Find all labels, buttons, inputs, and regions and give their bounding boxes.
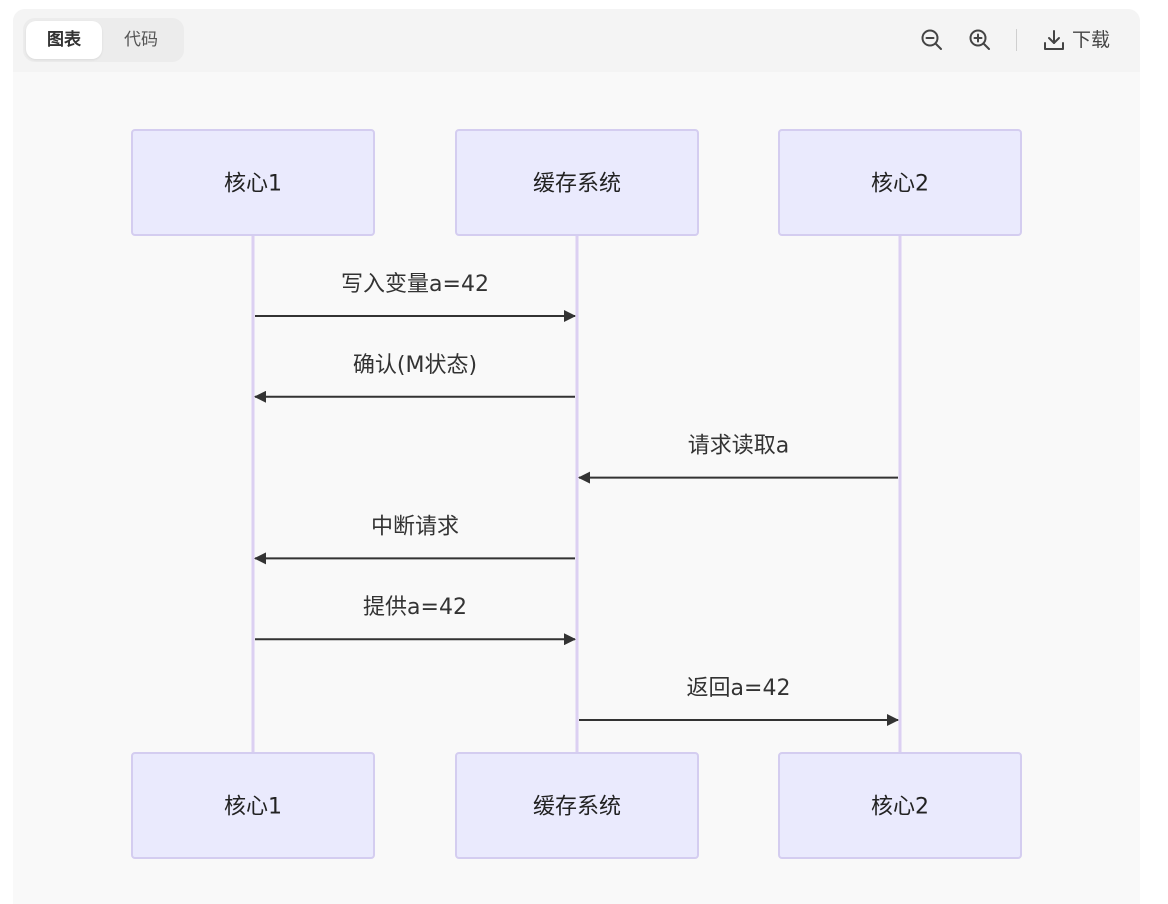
message-label: 请求读取a — [688, 434, 789, 459]
toolbar: 图表 代码 下载 — [13, 9, 1140, 72]
message-label: 返回a=42 — [687, 676, 791, 701]
actor-rect — [778, 129, 1022, 236]
actor-rect — [455, 752, 699, 859]
actor-rect — [455, 129, 699, 236]
actor-rect — [778, 752, 1022, 859]
zoom-in-icon — [969, 29, 990, 50]
message-label: 确认(M状态) — [353, 353, 477, 378]
actor-label: 缓存系统 — [533, 795, 621, 820]
actor-box-top: 缓存系统 — [455, 129, 699, 236]
download-icon — [1044, 30, 1064, 50]
actor-rect — [131, 752, 375, 859]
tab-chart[interactable]: 图表 — [26, 21, 102, 59]
message: 提供a=42 — [255, 595, 576, 646]
actor-rect — [131, 129, 375, 236]
zoom-in-button[interactable] — [966, 26, 994, 54]
actor-box-bottom: 核心1 — [131, 752, 375, 859]
message: 返回a=42 — [579, 676, 899, 726]
message: 请求读取a — [578, 434, 898, 484]
zoom-out-button[interactable] — [918, 26, 946, 54]
message: 写入变量a=42 — [255, 272, 576, 322]
view-tabs: 图表 代码 — [23, 18, 184, 62]
actor-box-top: 核心2 — [778, 129, 1022, 236]
actor-label: 核心1 — [224, 795, 282, 820]
message-label: 提供a=42 — [363, 595, 467, 620]
message-label: 写入变量a=42 — [341, 272, 489, 297]
message: 中断请求 — [254, 514, 575, 565]
toolbar-divider — [1016, 29, 1017, 51]
actor-box-bottom: 核心2 — [778, 752, 1022, 859]
actor-label: 缓存系统 — [533, 172, 621, 197]
message: 确认(M状态) — [254, 353, 575, 403]
actor-label: 核心2 — [871, 172, 929, 197]
actor-box-top: 核心1 — [131, 129, 375, 236]
tab-code[interactable]: 代码 — [124, 30, 158, 50]
message-label: 中断请求 — [371, 514, 459, 539]
actor-label: 核心1 — [224, 172, 282, 197]
actor-box-bottom: 缓存系统 — [455, 752, 699, 859]
actor-label: 核心2 — [871, 795, 929, 820]
download-label: 下载 — [1072, 29, 1111, 51]
zoom-out-icon — [921, 29, 942, 50]
